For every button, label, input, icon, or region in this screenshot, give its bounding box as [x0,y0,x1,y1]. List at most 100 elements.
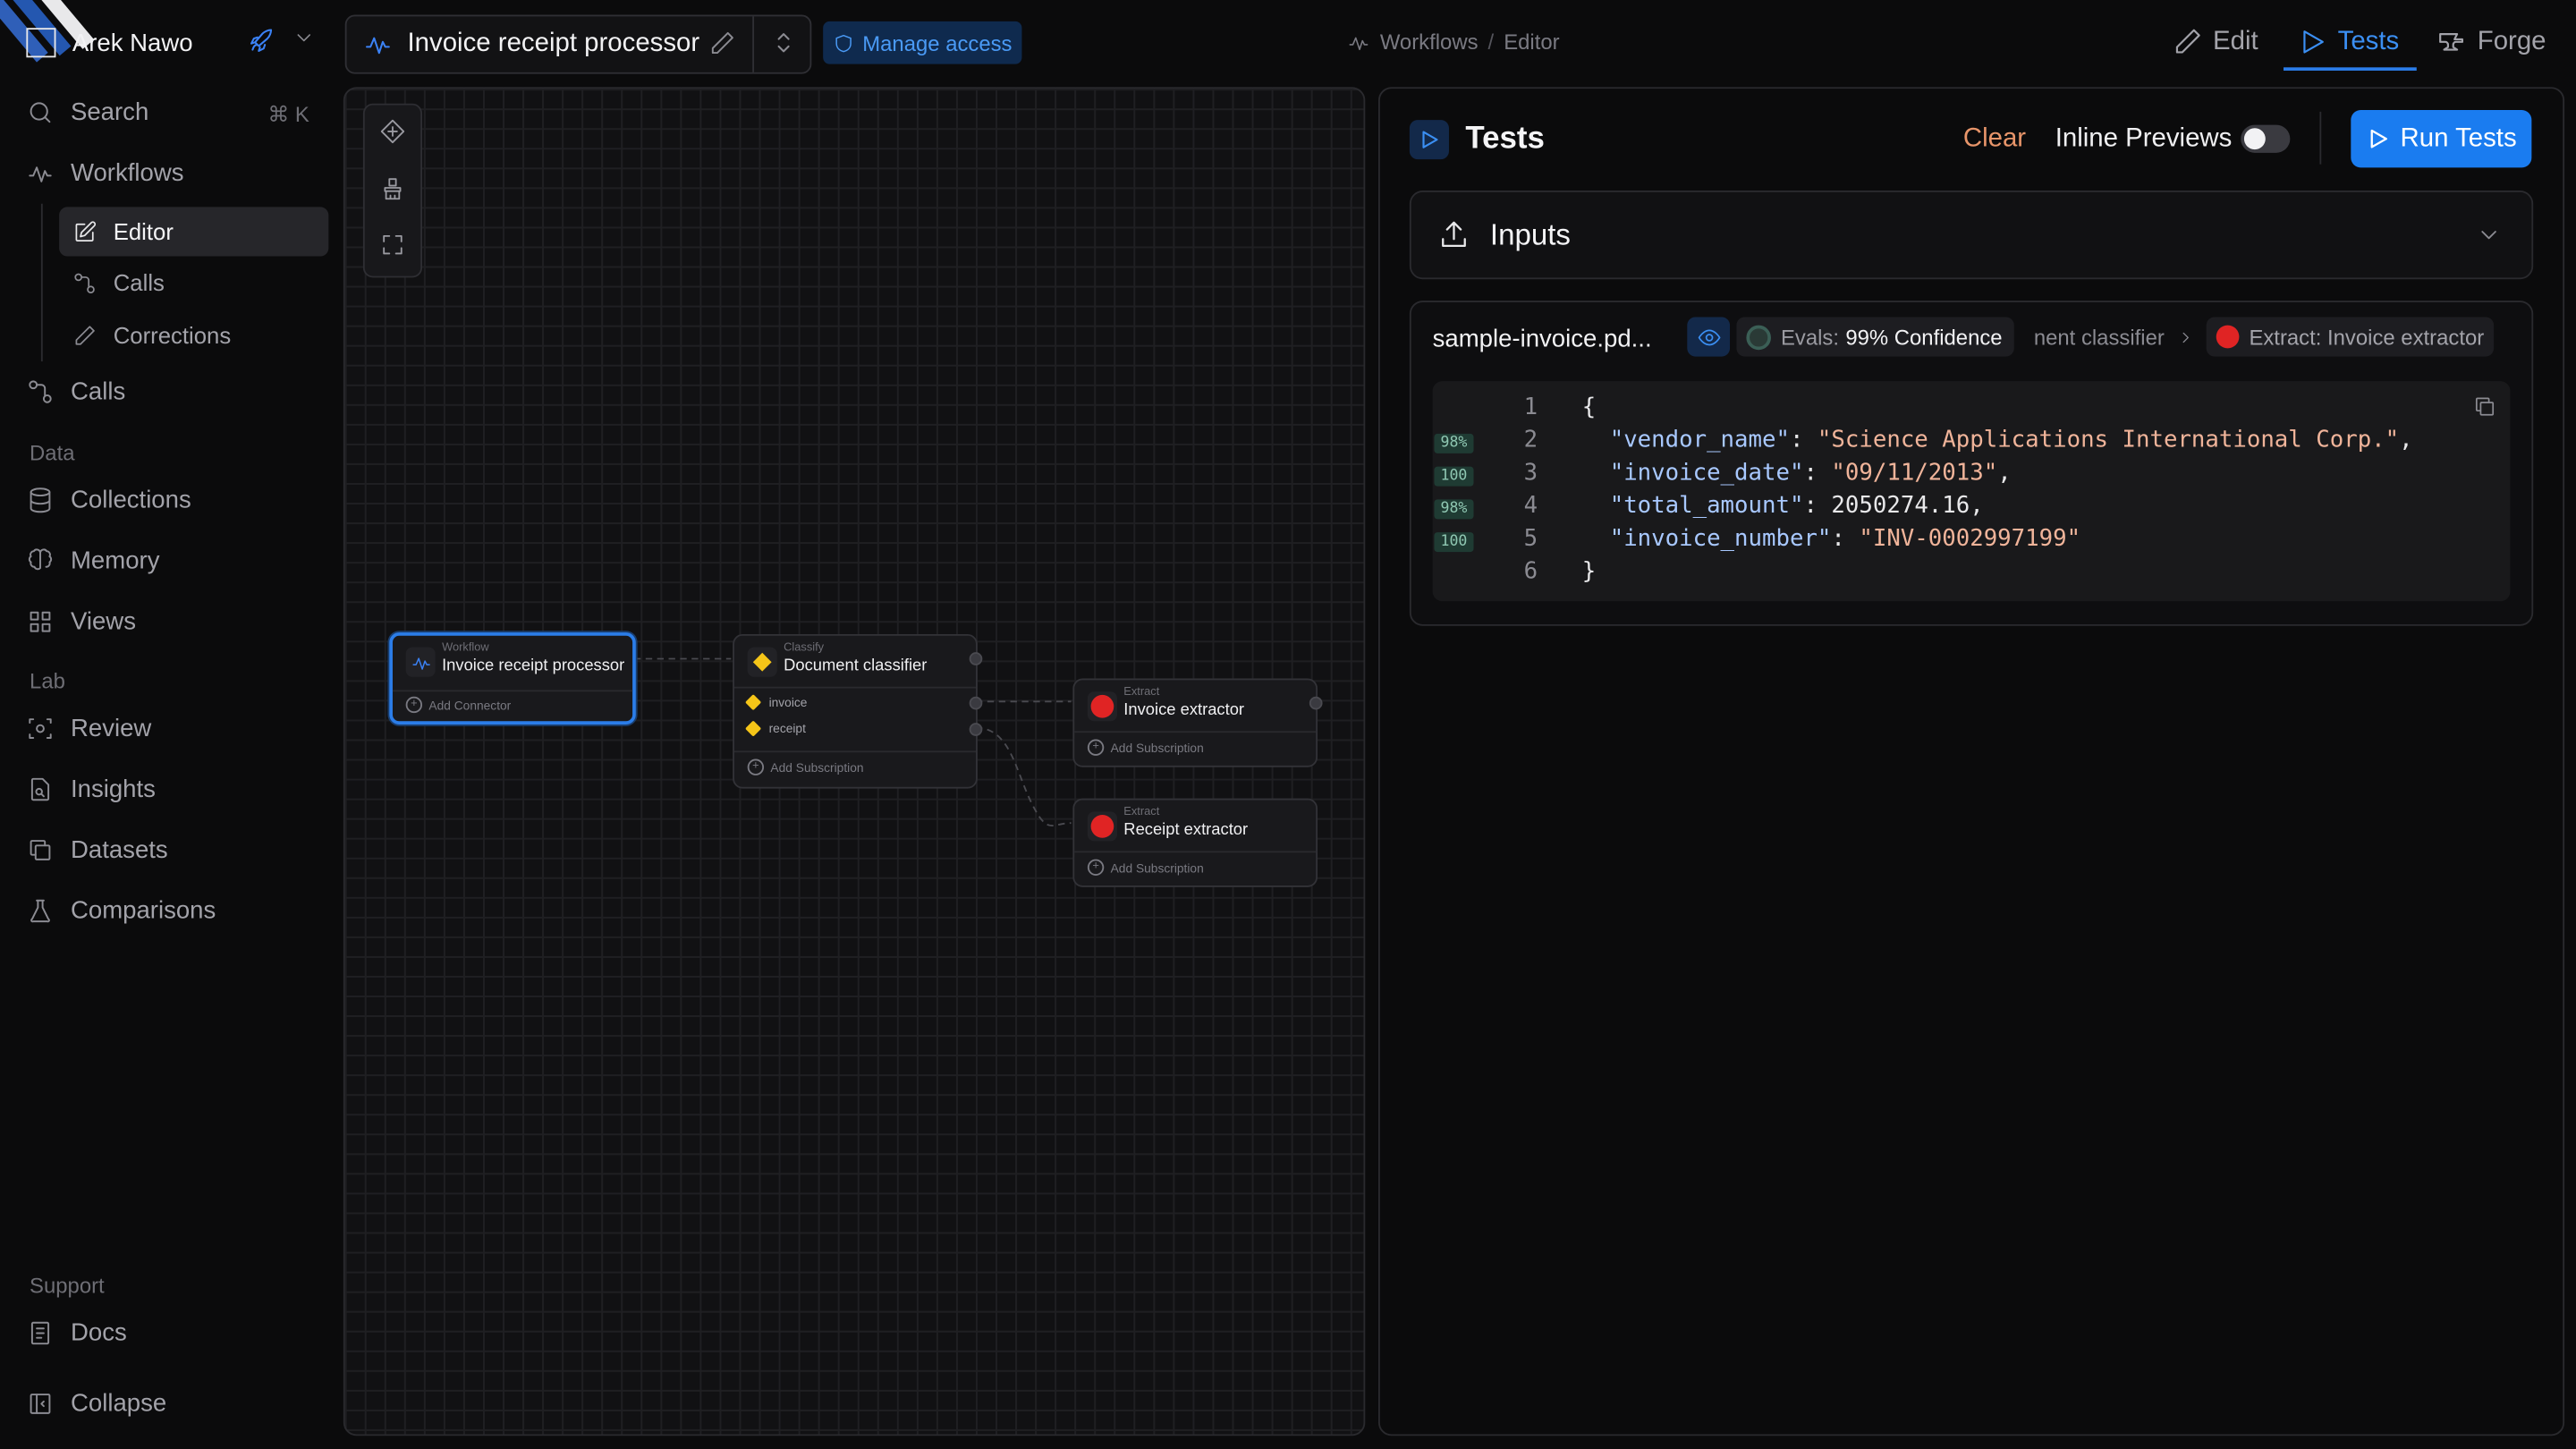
evals-badge[interactable]: Evals: 99% Confidence [1736,317,2014,357]
tab-edit[interactable]: Edit [2172,26,2258,57]
plus-circle-icon: + [405,696,423,714]
code-line: 1 { [1433,394,2511,428]
json-punct: , [1997,460,2012,487]
tab-forge[interactable]: Forge [2436,26,2546,57]
node-port[interactable] [969,696,983,710]
edit-icon [75,220,96,242]
extract-step-badge[interactable]: Extract: Invoice extractor [2206,317,2495,357]
panel-collapse-icon [30,1394,51,1414]
sidebar-item-docs[interactable]: Docs [26,1319,127,1347]
breadcrumb-separator: / [1487,30,1495,55]
sidebar-item-datasets[interactable]: Datasets [26,836,168,864]
sidebar-item-workflows[interactable]: Workflows [26,159,184,187]
node-title: Receipt extractor [1123,821,1249,840]
tab-tests[interactable]: Tests [2297,26,2399,57]
calls-icon [74,272,95,293]
json-key: "invoice_number" [1609,525,1832,553]
inline-previews-label: Inline Previews [2055,124,2233,153]
step-breadcrumb: nent classifier [2033,325,2196,351]
sidebar-item-editor[interactable]: Editor [59,207,329,257]
node-kind: Extract [1123,686,1160,699]
node-port[interactable] [969,723,983,736]
pencil-icon [2175,29,2200,54]
sidebar-item-memory[interactable]: Memory [26,547,159,575]
node-port[interactable] [969,652,983,665]
confidence-ring-icon [1746,324,1771,350]
line-number: 3 [1523,460,1538,487]
canvas-toolbar [362,103,423,278]
sidebar-item-label: Views [70,607,136,636]
node-document-classifier[interactable]: Classify Document classifier invoice rec… [733,633,983,789]
copy-icon[interactable] [2472,394,2497,419]
file-search-icon [30,777,50,801]
connection-wires [633,657,1072,827]
section-label-data: Data [30,440,75,465]
json-key: "total_amount" [1609,493,1804,520]
sidebar-item-collapse[interactable]: Collapse [26,1390,166,1418]
inputs-label: Inputs [1489,218,1571,252]
inputs-accordion[interactable]: Inputs [1409,191,2534,280]
chevron-down-icon[interactable] [292,26,316,55]
node-invoice-extractor[interactable]: Extract Invoice extractor + Add Subscrip… [1072,678,1323,767]
pencil-icon[interactable] [708,30,736,57]
add-subscription-button[interactable]: + Add Subscription [1087,859,1204,876]
code-text: } [1581,558,1597,585]
line-number: 4 [1523,493,1538,520]
diamond-icon [747,647,777,677]
upload-icon [1437,218,1470,251]
sidebar-item-views[interactable]: Views [26,608,136,636]
clear-button[interactable]: Clear [1962,124,2027,153]
org-switcher[interactable]: Arek Nawo [26,21,193,64]
tab-edit-label: Edit [2213,27,2258,55]
node-port[interactable] [1309,696,1323,710]
fit-view-icon[interactable] [379,232,405,258]
sidebar-item-comparisons[interactable]: Comparisons [26,897,216,925]
sidebar-item-calls-sub[interactable]: Calls [72,269,165,296]
tree-line [40,203,43,362]
sidebar-item-corrections[interactable]: Corrections [72,322,231,348]
route-invoice[interactable]: invoice [745,694,807,711]
sidebar-item-review[interactable]: Review [26,715,151,742]
status-dot-icon [2216,325,2240,349]
chevron-up-down-icon[interactable] [769,28,799,57]
manage-access-button[interactable]: Manage access [823,21,1022,64]
sidebar-item-collections[interactable]: Collections [26,487,191,514]
toggle-knob [2243,128,2266,150]
sidebar-item-search[interactable]: Search [26,98,148,126]
add-connector-button[interactable]: + Add Connector [405,696,512,714]
breadcrumb-editor: Editor [1504,30,1560,55]
sidebar: Arek Nawo Search ⌘ K Workflows Editor Ca [0,0,342,1449]
add-subscription-button[interactable]: + Add Subscription [747,758,864,775]
step-breadcrumb-classifier[interactable]: nent classifier [2033,325,2165,351]
result-file-name[interactable]: sample-invoice.pd... [1432,325,1652,353]
node-workflow[interactable]: Workflow Invoice receipt processor + Add… [389,632,636,724]
eye-icon[interactable] [1687,317,1731,357]
node-receipt-extractor[interactable]: Extract Receipt extractor + Add Subscrip… [1072,798,1318,887]
active-tab-indicator [2284,67,2417,71]
add-connector-label: Add Connector [428,697,512,713]
brush-icon[interactable] [379,176,405,202]
add-node-icon[interactable] [379,118,405,144]
breadcrumb-workflows[interactable]: Workflows [1379,30,1479,55]
rocket-icon[interactable] [247,26,276,55]
node-kind: Workflow [442,642,489,655]
sidebar-item-label: Calls [113,269,165,296]
add-subscription-label: Add Subscription [1110,860,1204,876]
inline-previews-toggle[interactable] [2241,124,2291,153]
section-label-support: Support [30,1273,105,1298]
add-subscription-button[interactable]: + Add Subscription [1087,739,1204,756]
line-number: 1 [1523,394,1538,421]
divider [392,690,633,692]
workflow-icon [1349,36,1368,50]
run-tests-button[interactable]: Run Tests [2351,110,2532,168]
sidebar-item-calls[interactable]: Calls [26,377,125,406]
grid-icon [30,611,51,632]
workflow-canvas[interactable]: Workflow Invoice receipt processor + Add… [343,87,1366,1436]
json-key: "invoice_date" [1609,460,1804,487]
sidebar-item-insights[interactable]: Insights [26,775,156,803]
workflow-selector[interactable]: Invoice receipt processor [344,14,812,74]
route-receipt[interactable]: receipt [745,720,806,737]
code-text: "invoice_number": "INV-0002997199" [1609,525,2081,553]
anvil-icon [2439,33,2463,51]
line-number: 6 [1523,558,1538,585]
